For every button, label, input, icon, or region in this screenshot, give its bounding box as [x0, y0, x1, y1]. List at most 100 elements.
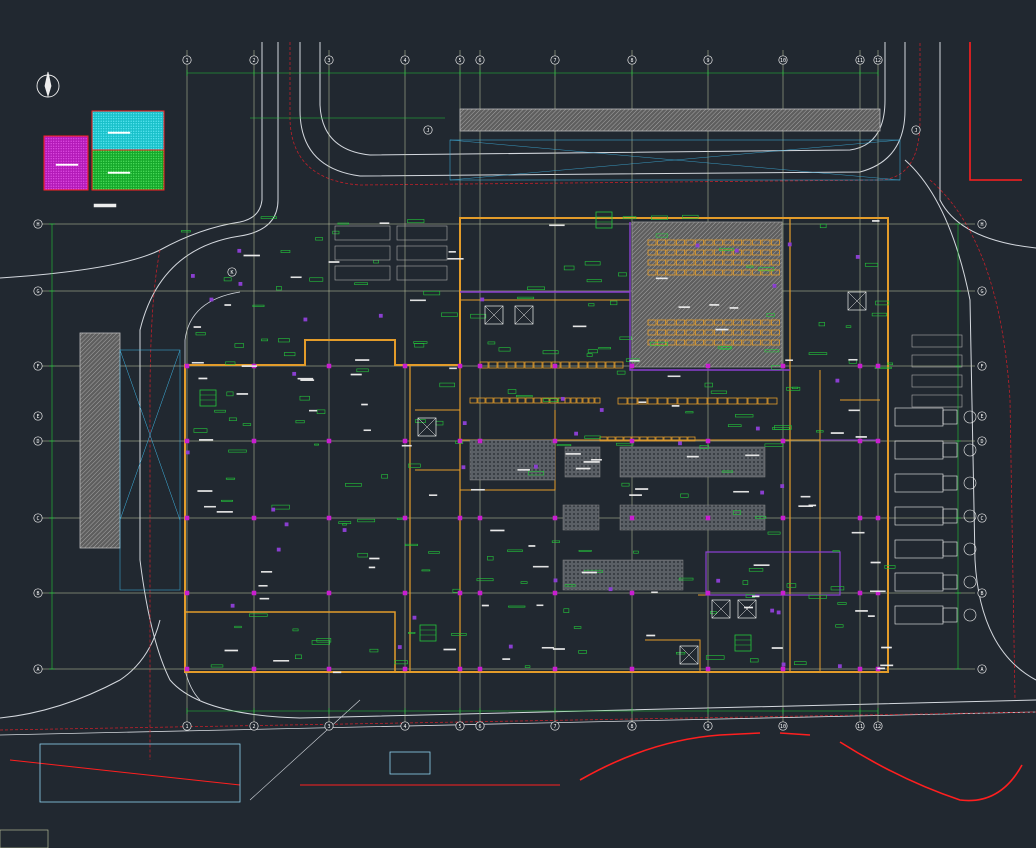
property-line-layer: [0, 42, 1036, 802]
grid-bubble-north-west-label: J: [426, 128, 429, 134]
purple-column: [284, 522, 289, 527]
rack-lower: [676, 319, 685, 326]
green-detail: [414, 343, 425, 348]
elevator-x: [484, 305, 504, 325]
green-detail: [578, 549, 592, 552]
grid-bubble-top-label: 12: [875, 58, 881, 64]
rack-upper: [647, 239, 657, 246]
annotation-mark: [744, 606, 754, 609]
annotation-mark: [651, 591, 658, 594]
rack-row-c: [747, 397, 758, 405]
annotation-mark: [470, 488, 485, 491]
boundary-south-1: [579, 732, 761, 781]
grid-bubble-top: 7: [550, 55, 560, 65]
grid-bubble-left-label: H: [36, 222, 39, 228]
annotation-mark: [290, 276, 302, 279]
grid-bubble-right: E: [977, 411, 987, 421]
annotation-mark: [300, 379, 315, 381]
column-marker: [552, 666, 558, 672]
annotation-mark: [332, 671, 342, 674]
green-detail: [875, 300, 890, 306]
column-marker: [780, 363, 786, 369]
green-detail: [226, 391, 234, 397]
rack-lower: [733, 339, 742, 346]
grid-bubble-left: E: [33, 411, 43, 421]
rack-upper: [666, 259, 676, 266]
annotation-mark: [855, 610, 868, 612]
grid-bubble-bottom: 5: [455, 721, 465, 731]
grid-bubble-bottom-label: 1: [185, 724, 188, 730]
rack-row-c: [757, 397, 768, 405]
purple-column: [461, 465, 466, 470]
boundary-south-3: [839, 741, 1023, 802]
green-detail: [618, 272, 627, 277]
grid-bubble-right: A: [977, 664, 987, 674]
truck-cab: [942, 442, 958, 458]
annotation-mark: [872, 220, 880, 222]
rack-upper: [771, 259, 780, 266]
grid-bubble-bottom-label: 4: [403, 724, 406, 730]
grid-bubble-right-circle: [977, 361, 987, 371]
rack-row-d: [615, 436, 624, 442]
green-detail: [311, 640, 331, 645]
truck-body: [894, 572, 944, 592]
annotation-mark: [224, 304, 232, 306]
rack-upper: [666, 249, 676, 256]
grid-bubble-left-circle: [33, 588, 43, 598]
column-marker: [857, 590, 863, 596]
grid-bubble-top-label: 8: [630, 58, 633, 64]
green-detail: [487, 341, 496, 345]
green-detail: [704, 382, 713, 388]
green-detail: [586, 279, 602, 283]
green-detail: [650, 341, 668, 346]
green-detail: [507, 549, 523, 552]
green-detail: [295, 654, 302, 660]
grid-bubble-bottom: 12: [873, 721, 883, 731]
rack-lower: [685, 319, 695, 326]
parked-truck-east: [911, 374, 963, 388]
purple-column: [412, 615, 417, 620]
column-marker: [457, 438, 463, 444]
rack-row-c: [707, 397, 718, 405]
rack-row-c: [627, 397, 638, 405]
stair-block-0: [595, 211, 613, 229]
rack-row-c: [767, 397, 778, 405]
rack-row-e: [576, 397, 583, 404]
grid-bubble-bottom: 2: [249, 721, 259, 731]
annotation-mark: [848, 358, 858, 361]
grid-bubble-right-circle: [977, 286, 987, 296]
grid-bubble-top-label: 9: [706, 58, 709, 64]
green-detail: [584, 261, 601, 266]
purple-column: [292, 371, 297, 376]
road-edge-east-lower: [904, 159, 1036, 681]
rack-row-d: [671, 436, 680, 442]
grid-bubble-top-label: 5: [458, 58, 461, 64]
rack-row-c: [687, 397, 698, 405]
purple-column: [695, 243, 700, 248]
annotation-mark: [541, 646, 554, 649]
purple-column: [560, 396, 565, 401]
grid-bubble-left-label: B: [36, 591, 39, 597]
green-detail: [830, 586, 845, 591]
rack-upper: [685, 249, 695, 256]
column-marker: [326, 515, 332, 521]
rack-upper: [742, 269, 752, 276]
rack-row-c: [717, 397, 728, 405]
green-detail: [791, 386, 799, 389]
truck-body: [894, 506, 944, 526]
rack-upper: [647, 259, 657, 266]
green-detail: [746, 265, 754, 268]
purple-line-1: [629, 222, 790, 371]
annotation-mark: [646, 634, 656, 637]
grid-bubble-bottom-label: 8: [630, 724, 633, 730]
column-marker: [402, 363, 408, 369]
annotation-mark: [880, 664, 894, 667]
green-detail: [845, 325, 852, 328]
rack-lower: [695, 319, 704, 326]
purple-column: [230, 603, 235, 608]
green-detail: [407, 219, 425, 224]
green-detail: [584, 435, 601, 439]
grid-bubble-bottom-circle: [475, 721, 485, 731]
property-line-south: [0, 711, 1036, 731]
purple-column: [608, 587, 613, 592]
